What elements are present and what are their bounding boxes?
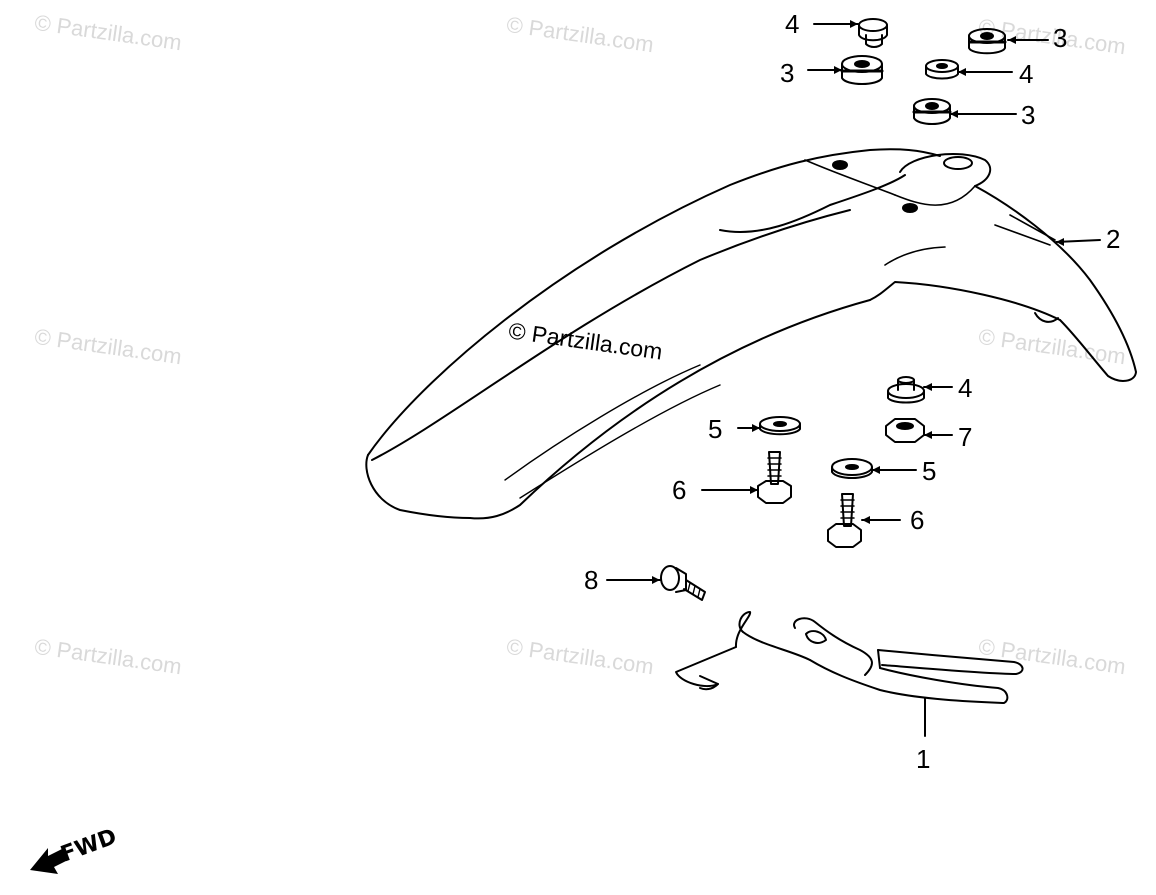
collar-washer-4-lower[interactable] [887,376,925,404]
collar-washer-4-top[interactable] [858,18,888,48]
callout-8[interactable]: 8 [584,565,598,595]
hose-guide-bracket-1[interactable] [675,611,1024,704]
fwd-arrow-icon [30,848,68,874]
callout-2[interactable]: 2 [1106,224,1120,254]
callout-6-right[interactable]: 6 [910,505,924,535]
washer-5-right[interactable] [831,458,873,479]
callout-3-left[interactable]: 3 [780,58,794,88]
bolt-6-right[interactable] [827,493,862,548]
bolt-6-left[interactable] [757,451,792,504]
collar-washer-4-middle[interactable] [925,59,959,80]
bolt-8[interactable] [660,565,706,601]
callout-4-lower[interactable]: 4 [958,373,972,403]
front-fender[interactable] [365,148,1137,520]
callout-1[interactable]: 1 [916,744,930,774]
washer-5-left[interactable] [759,416,801,436]
callout-5-right[interactable]: 5 [922,456,936,486]
callout-3-lower[interactable]: 3 [1021,100,1035,130]
grommet-3-lower[interactable] [912,98,952,125]
callout-5-left[interactable]: 5 [708,414,722,444]
callout-7[interactable]: 7 [958,422,972,452]
callout-3-top-right[interactable]: 3 [1053,23,1067,53]
callout-6-left[interactable]: 6 [672,475,686,505]
grommet-3-left[interactable] [840,55,884,85]
fwd-label: FWD [58,824,121,867]
nut-7[interactable] [885,418,925,443]
callout-4-top[interactable]: 4 [785,9,799,39]
grommet-3-top-right[interactable] [968,28,1007,55]
callout-4-middle[interactable]: 4 [1019,59,1033,89]
